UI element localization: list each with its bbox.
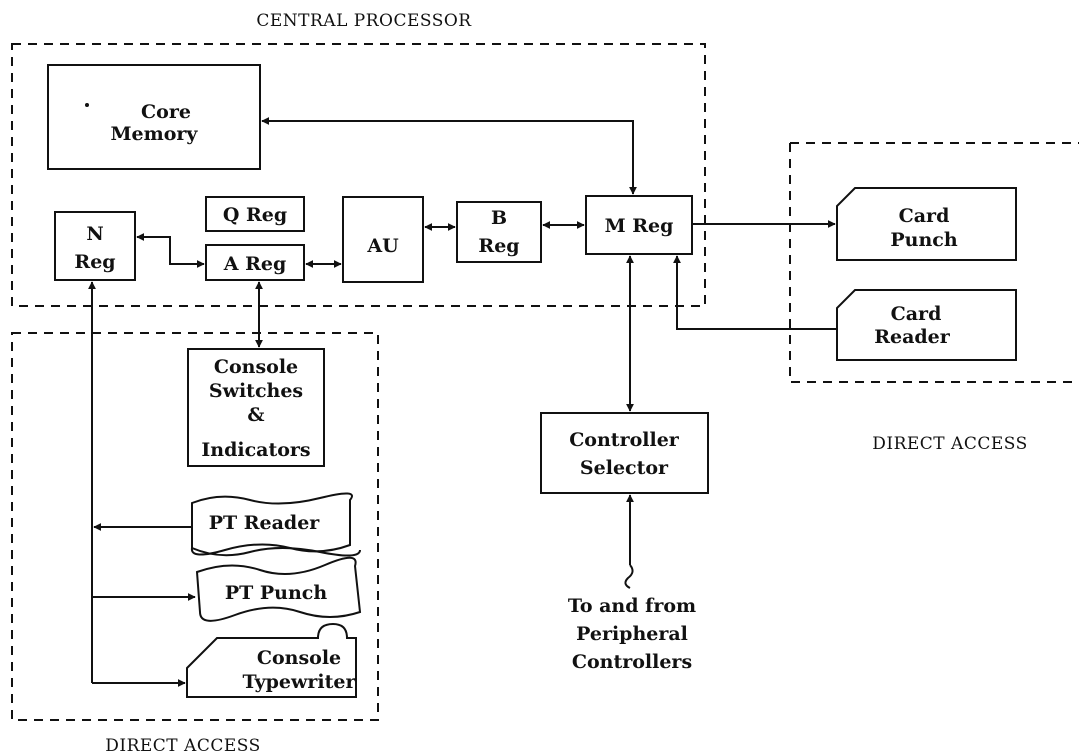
console-typewriter-line1: Console (257, 647, 341, 669)
console-typewriter-line2: Typewriter (243, 671, 357, 693)
pt-punch-block: PT Punch (195, 556, 362, 622)
q-reg-label: Q Reg (223, 204, 287, 226)
core-memory-m-reg-link (261, 117, 637, 195)
peripheral-note-line2: Peripheral (576, 623, 688, 645)
console-typewriter-block: Console Typewriter (186, 622, 357, 698)
console-switches-line2: Switches (209, 380, 303, 402)
core-memory-block: Core Memory (47, 64, 261, 170)
m-reg-block: M Reg (585, 195, 693, 255)
m-reg-label: M Reg (605, 215, 674, 237)
b-reg-block: B Reg (456, 201, 542, 263)
console-switches-line1: Console (214, 356, 298, 378)
a-reg-label: A Reg (223, 253, 287, 275)
central-processor-label: CENTRAL PROCESSOR (256, 11, 472, 31)
controller-selector-block: Controller Selector (540, 412, 709, 494)
console-switches-block: Console Switches & Indicators (187, 348, 325, 467)
au-label: AU (366, 235, 399, 257)
central-processor-boundary (11, 43, 706, 307)
direct-access-bottom-label: DIRECT ACCESS (105, 736, 261, 755)
au-block: AU (342, 196, 424, 283)
controller-selector-line1: Controller (569, 429, 680, 451)
controller-selector-line2: Selector (580, 457, 669, 479)
a-reg-block: A Reg (205, 244, 305, 281)
b-reg-label-line2: Reg (478, 235, 519, 257)
n-reg-block: N Reg (54, 211, 136, 281)
card-reader-m-reg-link (673, 255, 837, 330)
card-punch-label-line2: Punch (890, 229, 957, 251)
card-reader-label-line1: Card (891, 303, 942, 325)
console-switches-line3: & (247, 404, 264, 426)
q-reg-block: Q Reg (205, 196, 305, 232)
card-reader-block: Card Reader (836, 289, 1017, 361)
pt-punch-label: PT Punch (225, 582, 328, 604)
direct-access-right-label: DIRECT ACCESS (872, 434, 1028, 454)
card-punch-block: Card Punch (836, 187, 1017, 261)
n-reg-a-reg-link (136, 233, 205, 268)
pt-reader-block: PT Reader (190, 492, 361, 557)
n-reg-label-line1: N (86, 223, 103, 245)
peripheral-note-line3: Controllers (572, 651, 692, 673)
card-reader-label-line2: Reader (874, 326, 951, 348)
core-memory-dot-icon (85, 103, 89, 107)
peripheral-link-squiggle (624, 564, 634, 589)
console-switches-line4: Indicators (201, 439, 310, 461)
direct-access-right-boundary (789, 142, 1079, 383)
core-memory-label-line1: Core (141, 101, 191, 123)
peripheral-note-line1: To and from (568, 595, 696, 617)
b-reg-label-line1: B (491, 207, 507, 229)
pt-reader-label: PT Reader (209, 512, 321, 534)
card-punch-label-line1: Card (899, 205, 950, 227)
core-memory-label-line2: Memory (111, 123, 199, 145)
n-reg-label-line2: Reg (74, 251, 115, 273)
